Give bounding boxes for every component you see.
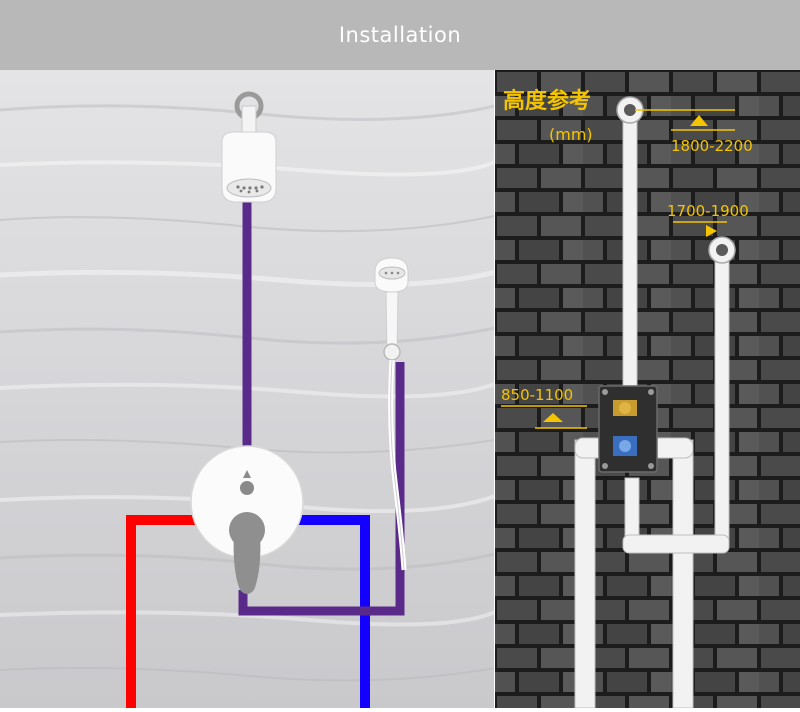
handheld-outlet-height-marker: 1700-1900 xyxy=(667,202,749,237)
valve-height-marker: 850-1100 xyxy=(501,386,587,429)
handheld-outlet-height-label: 1700-1900 xyxy=(667,202,749,220)
height-reference-panel: 高度参考 (mm) 1800-2200 1700-1900 850-1100 xyxy=(495,70,800,709)
shower-head-height-marker: 1800-2200 xyxy=(635,109,753,155)
outlet-elbow-middle xyxy=(708,236,736,264)
cold-water-pipe xyxy=(290,515,370,708)
height-reference-header: 高度参考 (mm) xyxy=(503,88,593,144)
overhead-shower-head-icon xyxy=(221,91,277,203)
hot-water-pipe xyxy=(126,515,200,708)
height-reference-illustration: 高度参考 (mm) 1800-2200 1700-1900 850-1100 xyxy=(495,70,800,709)
height-reference-label: 高度参考 xyxy=(503,88,591,114)
outlet-elbow-top xyxy=(616,96,644,124)
hand-shower-icon xyxy=(374,257,409,571)
schematic-illustration xyxy=(0,70,498,708)
unit-label: (mm) xyxy=(549,125,593,144)
valve-height-label: 850-1100 xyxy=(501,386,573,404)
marble-streaks xyxy=(0,104,498,682)
diverter-valve-icon xyxy=(190,445,304,594)
concealed-mixing-box-icon xyxy=(598,385,658,473)
schematic-panel xyxy=(0,70,498,708)
page-title: Installation xyxy=(338,23,462,47)
hand-shower-pipe xyxy=(238,362,405,616)
shower-head-height-label: 1800-2200 xyxy=(671,137,753,155)
header-bar: Installation xyxy=(0,0,800,70)
